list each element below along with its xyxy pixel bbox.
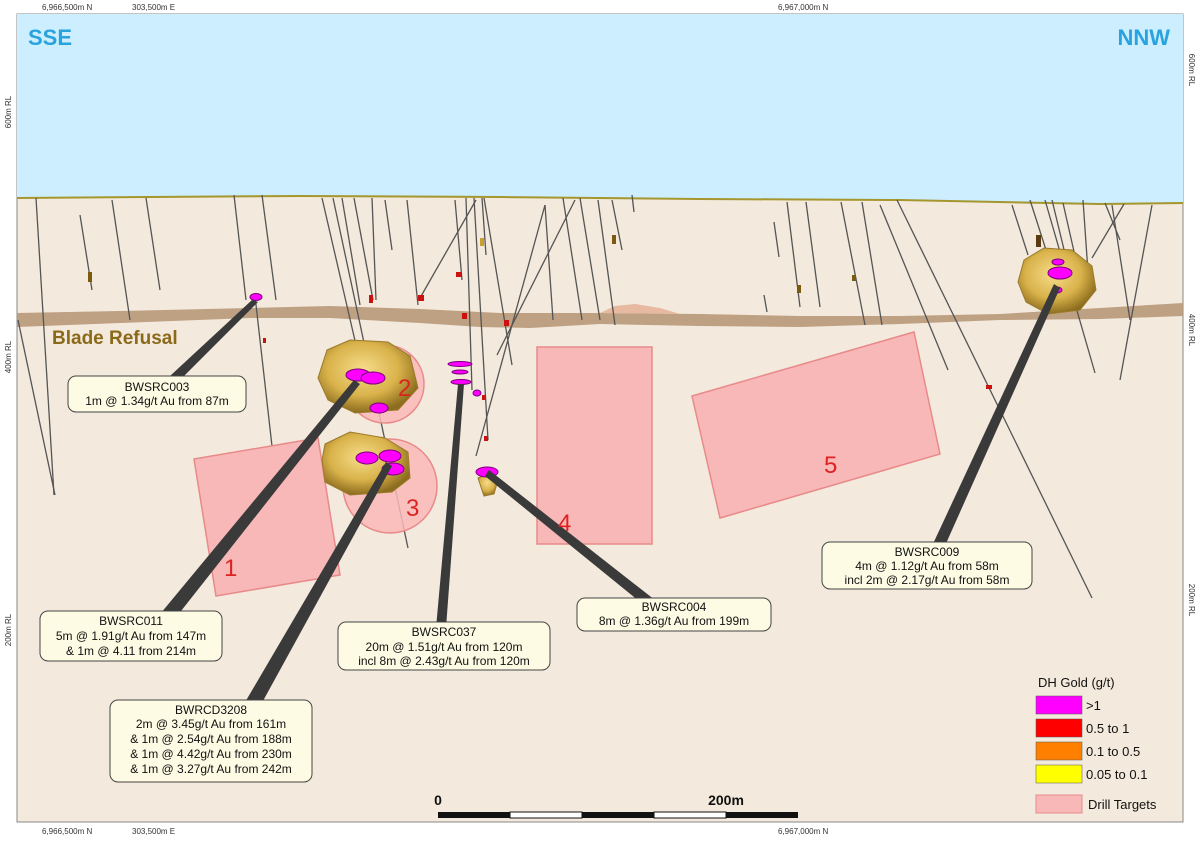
callout-title: BWSRC003 bbox=[125, 380, 190, 394]
legend-swatch-gt1 bbox=[1035, 695, 1083, 715]
blade-refusal-label: Blade Refusal bbox=[52, 328, 178, 349]
callout-line: & 1m @ 2.54g/t Au from 188m bbox=[130, 732, 292, 746]
target-numbers: 1 2 3 4 5 bbox=[224, 375, 837, 582]
legend-label-gt1: >1 bbox=[1086, 698, 1101, 713]
target-number-1: 1 bbox=[224, 555, 237, 582]
coord-top-left-north: 6,966,500m N bbox=[42, 3, 92, 12]
coord-left-600: 600m RL bbox=[4, 95, 13, 128]
leader-bwsrc037 bbox=[436, 384, 464, 628]
scale-bar: 0 200m bbox=[434, 792, 798, 819]
ground-surface-line bbox=[16, 194, 1184, 206]
target-number-4: 4 bbox=[558, 510, 571, 537]
legend: DH Gold (g/t) >1 0.5 to 1 0.1 to 0.5 0.0… bbox=[1035, 675, 1157, 814]
legend-label-05-1: 0.5 to 1 bbox=[1086, 721, 1129, 736]
drill-target-5 bbox=[691, 331, 941, 519]
callout-line: 4m @ 1.12g/t Au from 58m bbox=[855, 559, 999, 573]
leader-bwsrc009 bbox=[932, 284, 1060, 548]
callout-title: BWSRC011 bbox=[99, 614, 163, 628]
legend-label-005-01: 0.05 to 0.1 bbox=[1086, 767, 1147, 782]
leader-lines bbox=[156, 284, 1060, 710]
leader-bwsrc003 bbox=[170, 300, 258, 380]
coord-bottom-center-north: 6,967,000m N bbox=[778, 827, 828, 836]
coordinate-labels: 6,966,500m N 303,500m E 6,967,000m N 6,9… bbox=[4, 3, 1196, 836]
callout-line: 5m @ 1.91g/t Au from 147m bbox=[56, 629, 206, 643]
drill-holes bbox=[17, 194, 1153, 599]
drillhole-callouts: BWSRC003 1m @ 1.34g/t Au from 87m BWSRC0… bbox=[39, 375, 1033, 783]
callout-title: BWSRC037 bbox=[412, 625, 477, 639]
coord-bottom-left-north: 6,966,500m N bbox=[42, 827, 92, 836]
ore-body-north bbox=[1017, 247, 1097, 315]
callout-line: & 1m @ 3.27g/t Au from 242m bbox=[130, 762, 292, 776]
callout-line: & 1m @ 4.11 from 214m bbox=[66, 644, 196, 658]
callout-line: 20m @ 1.51g/t Au from 120m bbox=[366, 640, 523, 654]
legend-title: DH Gold (g/t) bbox=[1038, 675, 1115, 690]
callout-line: incl 8m @ 2.43g/t Au from 120m bbox=[358, 654, 530, 668]
coord-right-400: 400m RL bbox=[1187, 314, 1196, 347]
drill-targets bbox=[193, 331, 941, 597]
scale-end-label: 200m bbox=[708, 792, 744, 808]
drill-target-1 bbox=[193, 437, 341, 597]
target-number-2: 2 bbox=[398, 375, 411, 402]
callout-line: incl 2m @ 2.17g/t Au from 58m bbox=[845, 573, 1010, 587]
coord-bottom-left-east: 303,500m E bbox=[132, 827, 175, 836]
direction-sse: SSE bbox=[28, 25, 72, 50]
callout-bwsrc011: BWSRC011 5m @ 1.91g/t Au from 147m & 1m … bbox=[39, 610, 223, 662]
callout-line: & 1m @ 4.42g/t Au from 230m bbox=[130, 747, 292, 761]
callout-line: 1m @ 1.34g/t Au from 87m bbox=[85, 394, 229, 408]
coord-right-600: 600m RL bbox=[1187, 54, 1196, 87]
direction-nnw: NNW bbox=[1117, 25, 1170, 50]
legend-swatch-005-01 bbox=[1035, 764, 1083, 784]
legend-swatch-01-05 bbox=[1035, 741, 1083, 761]
callout-bwsrc037: BWSRC037 20m @ 1.51g/t Au from 120m incl… bbox=[337, 621, 551, 671]
callout-bwsrc003: BWSRC003 1m @ 1.34g/t Au from 87m bbox=[67, 375, 247, 413]
coord-right-200: 200m RL bbox=[1187, 584, 1196, 617]
coord-top-center-north: 6,967,000m N bbox=[778, 3, 828, 12]
leader-bwsrc004 bbox=[485, 470, 660, 610]
coord-left-400: 400m RL bbox=[4, 340, 13, 373]
target-number-5: 5 bbox=[824, 452, 837, 479]
callout-title: BWRCD3208 bbox=[175, 703, 247, 717]
callout-line: 2m @ 3.45g/t Au from 161m bbox=[136, 717, 286, 731]
legend-swatch-05-1 bbox=[1035, 718, 1083, 738]
leader-bwsrc011 bbox=[156, 380, 360, 625]
coord-left-200: 200m RL bbox=[4, 613, 13, 646]
drill-target-4 bbox=[536, 346, 653, 545]
leader-bwrcd3208 bbox=[244, 462, 392, 710]
coord-top-left-east: 303,500m E bbox=[132, 3, 175, 12]
callout-title: BWSRC009 bbox=[895, 545, 960, 559]
callout-bwsrc009: BWSRC009 4m @ 1.12g/t Au from 58m incl 2… bbox=[821, 541, 1033, 590]
callout-bwrcd3208: BWRCD3208 2m @ 3.45g/t Au from 161m & 1m… bbox=[109, 699, 313, 783]
refusal-bump bbox=[600, 304, 680, 314]
assay-markers bbox=[88, 235, 1041, 441]
callout-line: 8m @ 1.36g/t Au from 199m bbox=[599, 614, 749, 628]
legend-label-01-05: 0.1 to 0.5 bbox=[1086, 744, 1140, 759]
legend-swatch-targets bbox=[1035, 794, 1083, 814]
target-number-3: 3 bbox=[406, 495, 419, 522]
blade-refusal-band bbox=[17, 303, 1183, 328]
callout-title: BWSRC004 bbox=[642, 600, 707, 614]
scale-start-label: 0 bbox=[434, 792, 442, 808]
sky-area bbox=[17, 14, 1183, 204]
legend-label-targets: Drill Targets bbox=[1088, 797, 1157, 812]
callout-bwsrc004: BWSRC004 8m @ 1.36g/t Au from 199m bbox=[576, 597, 772, 632]
